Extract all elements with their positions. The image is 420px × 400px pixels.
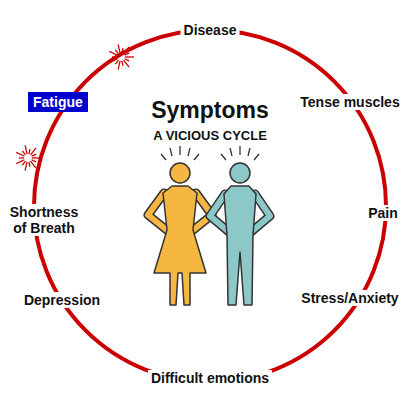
symptom-label: Shortness of Breath [4,204,84,236]
burst-ray [115,60,118,64]
burst-ray [32,157,41,158]
burst-ray [112,56,117,57]
diagram-title: Symptoms [151,97,269,124]
symptom-label: Difficult emotions [148,370,272,386]
symptom-label: Disease [181,22,240,38]
cycle-ring [34,30,386,382]
burst-ray [25,162,27,171]
burst-ray [115,50,118,54]
symptom-label: Depression [21,292,103,308]
burst-ray [109,59,117,63]
burst-ray [118,44,120,53]
burst-ray [22,151,25,155]
subtitle: A VICIOUS CYCLE [150,129,270,144]
burst-ray [25,145,27,154]
man-figure [210,146,270,305]
burst-ray [123,60,129,67]
burst-ray [22,161,25,165]
burst-ray [32,160,37,162]
burst-ray [32,154,37,156]
burst-ray [29,149,30,154]
woman-figure [148,146,212,305]
starbursts [16,44,134,170]
symptom-label: Tense muscles [297,94,402,110]
burst-ray [125,53,130,55]
burst-ray [16,160,24,164]
box-label: Fatigue [33,93,83,111]
highlight-box: Fatigue [28,92,88,112]
burst-ray [29,162,30,167]
burst-ray [122,61,123,66]
burst-ray [30,161,36,168]
burst-ray [125,59,130,61]
burst-ray [118,61,120,70]
symptom-label: Pain [365,205,401,221]
burst-ray [122,48,123,53]
burst-ray [19,157,24,158]
burst-ray [125,56,134,57]
symptom-label: Stress/Anxiety [298,290,401,306]
